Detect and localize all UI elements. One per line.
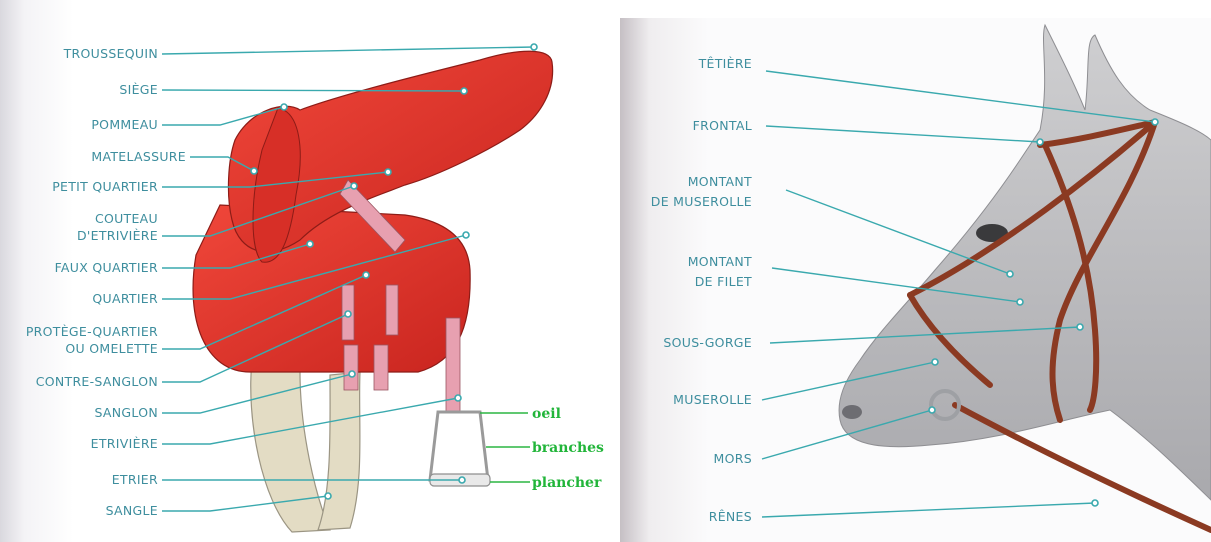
label-protege-line1: PROTÈGE-QUARTIER	[26, 324, 158, 339]
bridle-panel: TÊTIÈRE FRONTAL MONTANT DE MUSEROLLE MON…	[620, 18, 1211, 542]
dot-siege	[461, 88, 467, 94]
buckle-strap-1	[344, 345, 358, 390]
dot-mors	[929, 407, 935, 413]
label-siege: SIÈGE	[119, 82, 158, 97]
label-matelassure: MATELASSURE	[91, 149, 186, 164]
dot-matelassure	[251, 168, 257, 174]
label-etrier: ETRIER	[112, 472, 158, 487]
label-montant-filet-line1: MONTANT	[688, 254, 752, 269]
horse-nostril-illustration	[842, 405, 862, 419]
label-couteau-line2: D'ETRIVIÈRE	[77, 228, 158, 243]
dot-sangle	[325, 493, 331, 499]
dot-montant-filet	[1017, 299, 1023, 305]
dot-protege-quartier	[363, 272, 369, 278]
billet-2	[386, 285, 398, 335]
label-frontal: FRONTAL	[693, 118, 752, 133]
label-quartier: QUARTIER	[92, 291, 158, 306]
dot-troussequin	[531, 44, 537, 50]
label-protege-line2: OU OMELETTE	[65, 341, 158, 356]
label-montant-filet-line2: DE FILET	[695, 274, 752, 289]
label-sangle: SANGLE	[106, 503, 158, 518]
dot-etrier	[459, 477, 465, 483]
dot-petit-quartier	[385, 169, 391, 175]
dot-renes	[1092, 500, 1098, 506]
label-tetiere: TÊTIÈRE	[698, 56, 752, 71]
dot-tetiere	[1152, 119, 1158, 125]
dot-muserolle	[932, 359, 938, 365]
dot-pommeau	[281, 104, 287, 110]
label-couteau-line1: COUTEAU	[95, 211, 158, 226]
label-sous-gorge: SOUS-GORGE	[663, 335, 752, 350]
label-mors: MORS	[714, 451, 752, 466]
dot-etriviere	[455, 395, 461, 401]
label-renes: RÊNES	[709, 509, 752, 524]
dot-sanglon	[349, 371, 355, 377]
dot-faux-quartier	[307, 241, 313, 247]
label-montant-muserolle-line2: DE MUSEROLLE	[651, 194, 752, 209]
dot-sous-gorge	[1077, 324, 1083, 330]
saddle-panel: TROUSSEQUIN SIÈGE POMMEAU MATELASSURE PE…	[0, 0, 612, 542]
dot-montant-muserolle	[1007, 271, 1013, 277]
label-montant-muserolle-line1: MONTANT	[688, 174, 752, 189]
dot-quartier	[463, 232, 469, 238]
dot-frontal	[1037, 139, 1043, 145]
label-muserolle: MUSEROLLE	[673, 392, 752, 407]
label-faux-quartier: FAUX QUARTIER	[55, 260, 158, 275]
label-troussequin: TROUSSEQUIN	[63, 46, 158, 61]
label-etriviere: ETRIVIÈRE	[91, 436, 158, 451]
buckle-strap-2	[374, 345, 388, 390]
label-oeil: oeil	[532, 406, 561, 422]
label-contre-sanglon: CONTRE-SANGLON	[36, 374, 158, 389]
leader-siege	[162, 90, 464, 91]
label-branches: branches	[532, 440, 604, 456]
label-sanglon: SANGLON	[94, 405, 158, 420]
label-petit-quartier: PETIT QUARTIER	[52, 179, 158, 194]
dot-contre-sanglon	[345, 311, 351, 317]
label-pommeau: POMMEAU	[91, 117, 158, 132]
label-plancher: plancher	[532, 475, 602, 491]
dot-couteau	[351, 183, 357, 189]
